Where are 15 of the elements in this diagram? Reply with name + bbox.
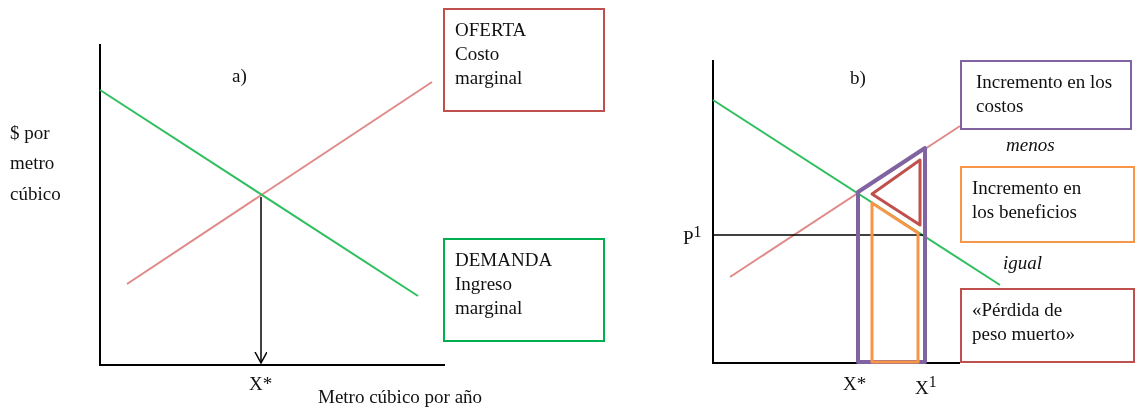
axis-title: $ por metro cúbico bbox=[10, 121, 62, 206]
supply-label-box: OFERTA Costo marginal bbox=[443, 8, 605, 112]
deadweight-label-box: «Pérdida de peso muerto» bbox=[960, 288, 1135, 363]
demand-label-box: DEMANDA Ingreso marginal bbox=[443, 238, 605, 342]
cost-label-box: Incremento en los costos bbox=[960, 60, 1132, 130]
panel-label: b) bbox=[850, 66, 866, 90]
connector-word: menos bbox=[1006, 133, 1055, 157]
axis-value: P$^{1}$ bbox=[683, 222, 702, 251]
benefit-label-box: Incremento en los beneficios bbox=[960, 166, 1135, 243]
axis-title: Metro cúbico por año bbox=[318, 385, 483, 409]
connector-word: igual bbox=[1003, 251, 1043, 275]
axis-value: X* bbox=[843, 372, 867, 396]
axis-value: X* bbox=[249, 372, 273, 396]
panel-label: a) bbox=[232, 64, 247, 88]
axis-value: X$^{1}$ bbox=[915, 372, 937, 401]
